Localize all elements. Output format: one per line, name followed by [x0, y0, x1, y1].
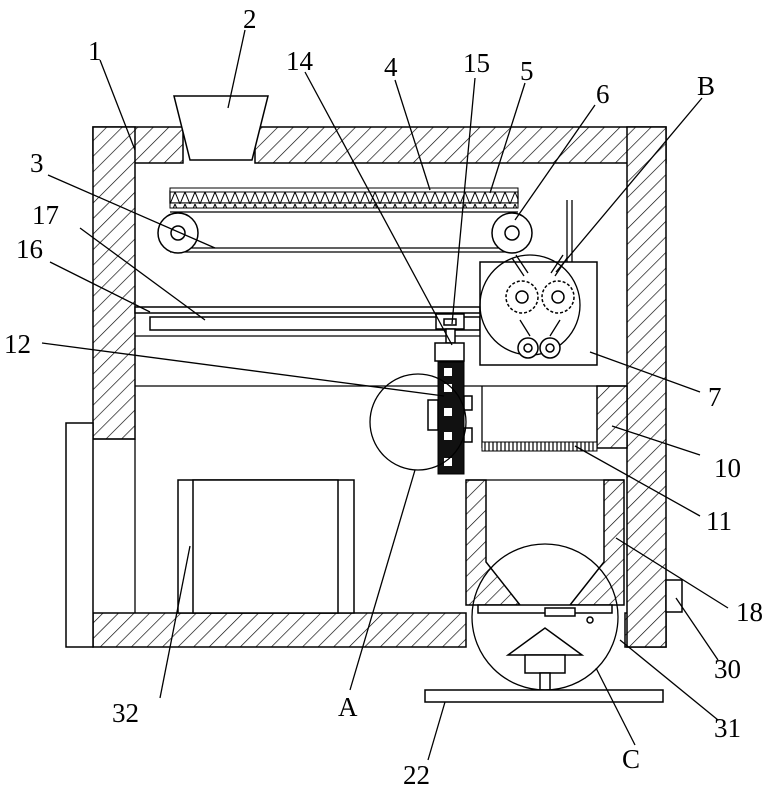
- label-1: 1: [88, 36, 102, 66]
- label-15: 15: [463, 48, 490, 78]
- label-3: 3: [30, 148, 44, 178]
- screen-mesh: [482, 386, 597, 451]
- side-motor: [666, 580, 682, 612]
- base-plate: [425, 690, 663, 702]
- guide-rail: [135, 307, 480, 336]
- collection-box: [178, 480, 354, 613]
- feed-hopper: [174, 96, 268, 160]
- label-22: 22: [403, 760, 430, 790]
- label-14: 14: [286, 46, 314, 76]
- label-32: 32: [112, 698, 139, 728]
- label-A: A: [338, 692, 358, 722]
- label-18: 18: [736, 597, 763, 627]
- crusher-gear-right: [542, 281, 574, 313]
- label-2: 2: [243, 4, 257, 34]
- label-10: 10: [714, 453, 741, 483]
- label-7: 7: [708, 382, 722, 412]
- label-16: 16: [16, 234, 43, 264]
- label-12: 12: [4, 329, 31, 359]
- drive-rack: [370, 314, 472, 474]
- label-C: C: [622, 744, 640, 774]
- label-11: 11: [706, 506, 732, 536]
- label-B: B: [697, 71, 715, 101]
- label-6: 6: [596, 79, 610, 109]
- crusher-gear-left: [506, 281, 538, 313]
- discharge-funnel: [466, 480, 624, 690]
- crusher-box: [135, 200, 627, 386]
- label-30: 30: [714, 654, 741, 684]
- label-5: 5: [520, 56, 534, 86]
- label-4: 4: [384, 52, 398, 82]
- label-17: 17: [32, 200, 59, 230]
- conveyor: [158, 188, 532, 253]
- label-31: 31: [714, 713, 741, 743]
